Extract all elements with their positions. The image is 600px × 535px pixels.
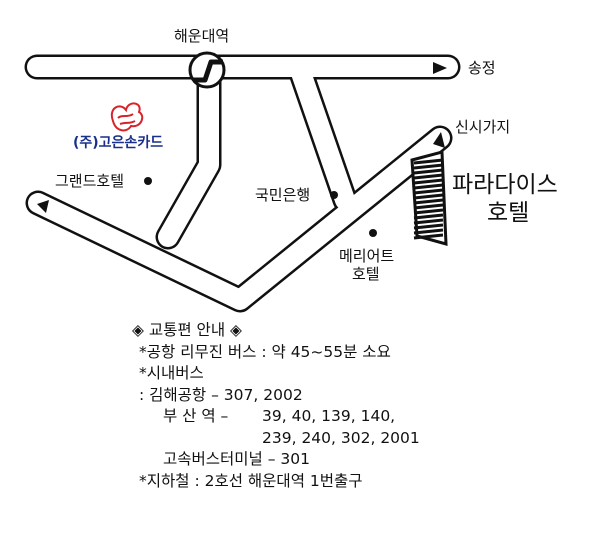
meridien-hotel-label-line2: 호텔 [352,265,380,283]
paradise-hotel-label-line2: 호텔 [487,200,530,226]
grand-hotel-marker [144,177,152,185]
busan-station-bus-numbers-cont: 239, 240, 302, 2001 [262,428,420,447]
arrow-right-icon [433,62,447,74]
company-logo-icon [110,102,144,132]
interchange-icon [188,51,226,89]
paradise-hotel-label-line1: 파라다이스 [452,172,558,198]
area-map [24,51,461,313]
info-line: *시내버스 [125,363,565,385]
airport-limousine-text: *공항 리무진 버스 : 약 45~55분 소요 [139,342,391,361]
road-network [24,54,461,313]
info-line: *지하철 : 2호선 해운대역 1번출구 [125,471,565,493]
company-label: (주)고은손카드 [73,135,164,151]
arrow-left-icon [37,200,49,213]
kookmin-bank-label: 국민은행 [255,186,311,204]
info-line: 고속버스터미널 – 301 [125,449,565,471]
songjeong-label: 송정 [468,59,496,77]
hotel-building-icon [410,150,448,246]
station-label: 해운대역 [174,27,230,45]
arrow-up-icon [433,132,445,148]
busan-station-bus-numbers: 39, 40, 139, 140, [262,407,396,425]
grand-hotel-label: 그랜드호텔 [55,172,125,190]
info-line: : 김해공항 – 307, 2002 [125,385,565,407]
busan-station-label: 부 산 역 – [163,407,229,425]
kookmin-bank-marker [330,191,338,199]
gimhae-airport-bus-text: : 김해공항 – 307, 2002 [139,385,303,404]
meridien-hotel-label-line1: 메리어트 [339,247,395,265]
info-line: *공항 리무진 버스 : 약 45~55분 소요 [125,342,565,364]
city-bus-heading: *시내버스 [139,364,204,382]
express-terminal-bus-text: 고속버스터미널 – 301 [163,450,311,468]
sinsigaji-label: 신시가지 [455,118,511,136]
info-line: 239, 240, 302, 2001 [125,428,565,450]
subway-text: *지하철 : 2호선 해운대역 1번출구 [139,471,363,490]
transport-info: ◈ 교통편 안내 ◈ *공항 리무진 버스 : 약 45~55분 소요 *시내버… [125,320,565,492]
info-title: ◈ 교통편 안내 ◈ [125,320,565,342]
info-title-text: ◈ 교통편 안내 ◈ [132,321,242,339]
meridien-hotel-marker [369,229,377,237]
info-line: 부 산 역 – 39, 40, 139, 140, [125,406,565,428]
